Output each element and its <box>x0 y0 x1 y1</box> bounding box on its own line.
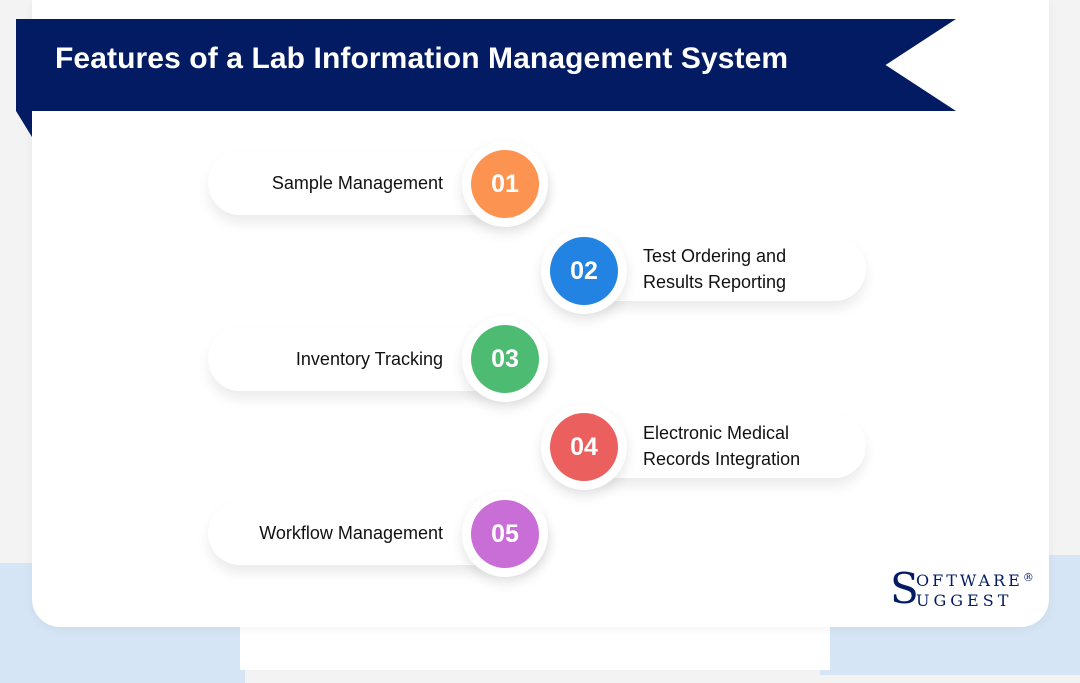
page-title: Features of a Lab Information Management… <box>55 42 789 75</box>
number-badge-2: 02 <box>550 237 618 305</box>
logo-initial: S <box>890 564 919 613</box>
number-badge-1: 01 <box>471 150 539 218</box>
title-ribbon <box>16 19 956 111</box>
number-badge-3: 03 <box>471 325 539 393</box>
feature-label: Test Ordering and Results Reporting <box>643 243 786 295</box>
logo-line1: OFTWARE® <box>916 571 1034 590</box>
number-badge-5: 05 <box>471 500 539 568</box>
feature-label: Sample Management <box>271 173 443 193</box>
feature-label-line2: Records Integration <box>643 449 801 469</box>
feature-label: Workflow Management <box>259 523 443 543</box>
feature-label-line2: Results Reporting <box>643 272 787 292</box>
ribbon-fold <box>16 111 32 137</box>
feature-label: Electronic Medical Records Integration <box>643 420 800 472</box>
feature-label-line1: Electronic Medical <box>643 423 790 443</box>
feature-label: Inventory Tracking <box>295 349 443 369</box>
number-badge-4: 04 <box>550 413 618 481</box>
feature-label-line1: Test Ordering and <box>643 246 787 266</box>
logo-line2: UGGEST <box>916 591 1013 610</box>
